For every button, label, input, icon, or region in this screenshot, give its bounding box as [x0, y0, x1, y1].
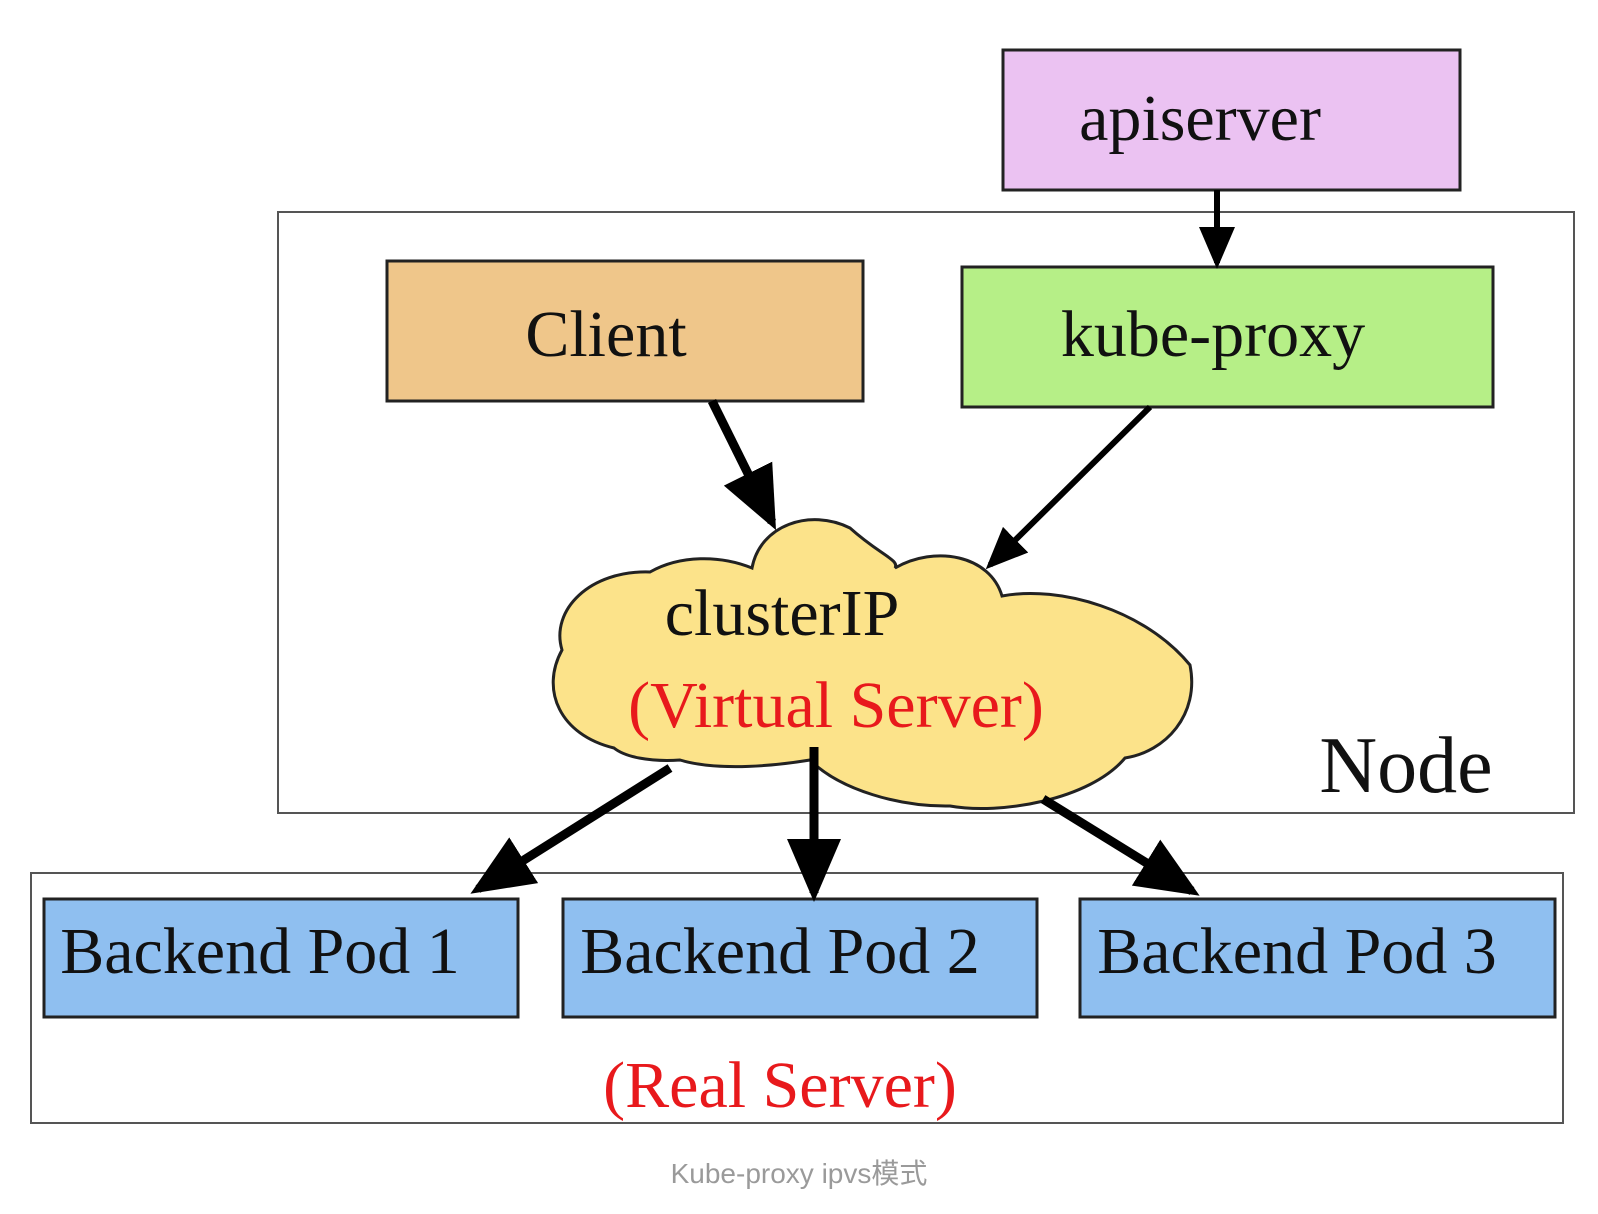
client-box [385, 259, 865, 403]
apiserver-label: apiserver [1079, 82, 1321, 155]
kube-proxy-box [960, 265, 1495, 409]
figure-caption: Kube-proxy ipvs模式 [670, 1158, 928, 1189]
virtual-server-label: (Virtual Server) [628, 669, 1044, 742]
arrow-client-to-cluster-ip [707, 399, 777, 531]
backend-pod-3-label: Backend Pod 3 [1097, 915, 1497, 988]
arrow-kube-proxy-to-cluster-ip [985, 404, 1153, 570]
arrow-cluster-ip-to-pod-3 [1040, 795, 1200, 896]
arrow-cluster-ip-to-pod-1 [470, 764, 673, 894]
apiserver-box [1001, 48, 1462, 192]
backend-pod-3-box [1078, 897, 1557, 1019]
cluster-ip-cloud [551, 518, 1194, 810]
client-label: Client [525, 298, 686, 371]
kube-proxy-label: kube-proxy [1061, 298, 1365, 371]
node-label: Node [1319, 722, 1492, 810]
backend-pod-1-box [42, 897, 520, 1019]
backend-pod-2-box [561, 897, 1039, 1019]
backend-pod-1-label: Backend Pod 1 [60, 915, 460, 988]
real-server-label: (Real Server) [603, 1049, 957, 1122]
backend-pod-2-label: Backend Pod 2 [580, 915, 980, 988]
cluster-ip-label: clusterIP [665, 577, 900, 650]
